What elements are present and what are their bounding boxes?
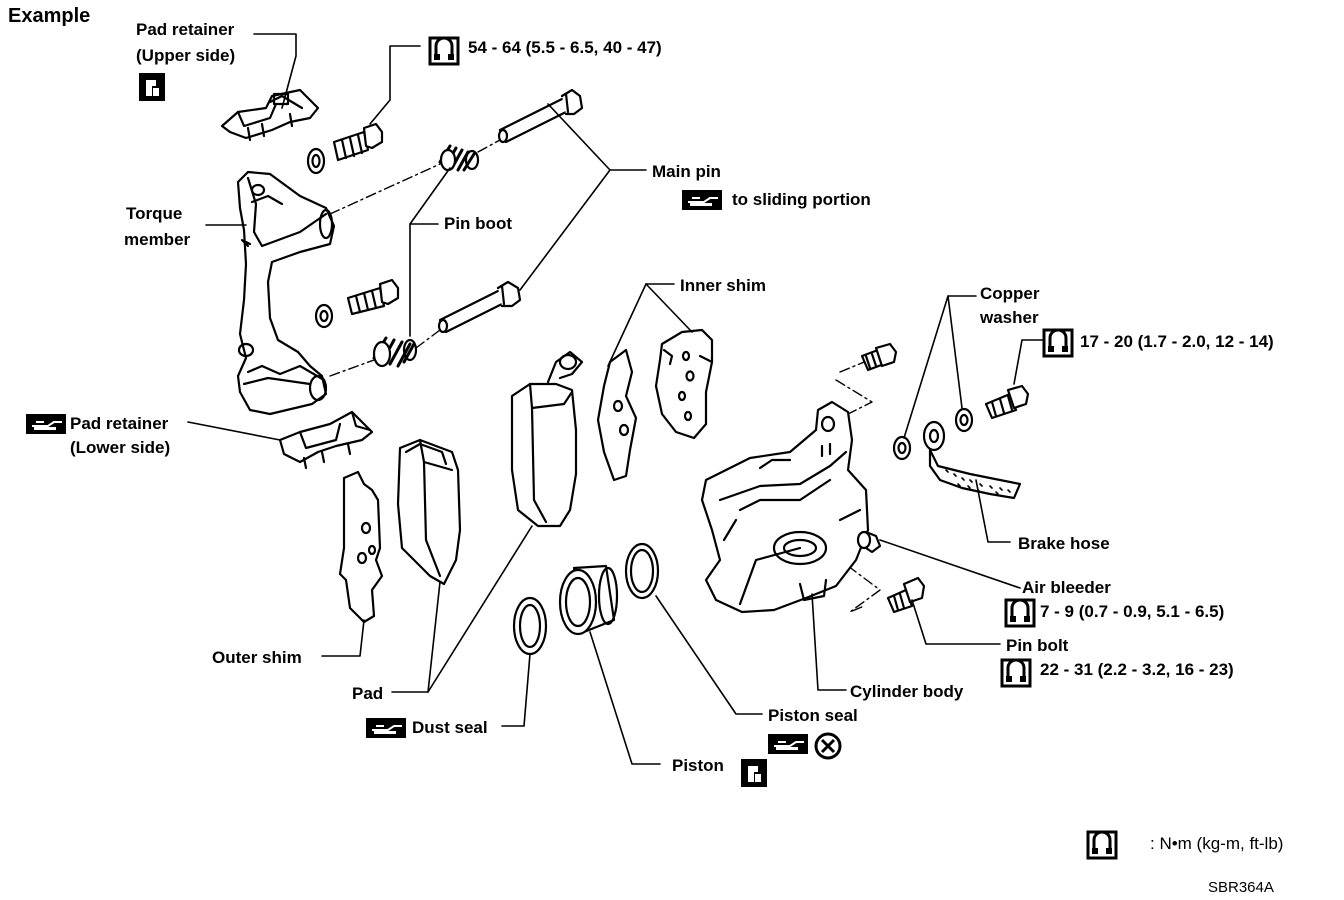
torque-wrench-icon-pin-bolt [1000, 658, 1032, 688]
label-main-pin-grease: to sliding portion [732, 190, 871, 209]
legend-text: : N•m (kg-m, ft-lb) [1150, 834, 1284, 853]
pad-retainer-lower [278, 410, 374, 470]
label-pin-bolt: Pin bolt [1006, 636, 1069, 655]
label-pad: Pad [352, 684, 384, 703]
label-air-bleeder: Air bleeder [1022, 578, 1111, 597]
torque-member [236, 170, 336, 416]
torque-spec-air-bleeder: 7 - 9 (0.7 - 0.9, 5.1 - 6.5) [1040, 602, 1225, 621]
piston-part [558, 564, 619, 636]
rubber-grease-icon [139, 73, 165, 101]
label-brake-hose: Brake hose [1018, 534, 1110, 553]
piston-seal-part [624, 542, 660, 600]
pin-bolt-part [886, 576, 926, 614]
label-torque-member-2: member [124, 230, 191, 249]
main-pin-upper [497, 88, 584, 144]
grease-icon-piston-seal [768, 734, 808, 754]
outer-shim [338, 470, 384, 624]
pad-outer [396, 438, 462, 586]
grease-icon-dust-seal [366, 718, 406, 738]
union-bolt-part [984, 384, 1030, 420]
grease-icon [682, 190, 722, 210]
label-piston: Piston [672, 756, 724, 775]
label-pad-retainer-lower-side: (Lower side) [70, 438, 171, 457]
copper-washer-part-2 [954, 407, 974, 433]
washer-lower [314, 303, 334, 329]
label-main-pin: Main pin [652, 162, 721, 181]
label-pad-retainer-upper-side: (Upper side) [136, 46, 236, 65]
leader-lines [187, 33, 1043, 765]
main-pin-lower [437, 280, 522, 334]
bolt-upper [332, 122, 384, 162]
figure-code: SBR364A [1208, 879, 1274, 896]
inner-shim-plate [596, 348, 638, 482]
label-torque-member: Torque [126, 204, 183, 223]
torque-wrench-icon-air-bleeder [1004, 598, 1036, 628]
grease-icon-pad-retainer [26, 414, 66, 434]
pin-boot-lower [372, 336, 418, 368]
label-pad-retainer-upper: Pad retainer [136, 20, 235, 39]
torque-spec-upper-bolt: 54 - 64 (5.5 - 6.5, 40 - 47) [468, 38, 662, 57]
washer-upper [306, 147, 326, 175]
label-copper-washer: Copper [980, 284, 1040, 303]
diagram-title: Example [8, 5, 91, 27]
bolt-lower [346, 278, 400, 316]
label-copper-washer-2: washer [980, 308, 1039, 327]
dust-seal-part [512, 596, 548, 656]
cylinder-body-part [700, 400, 870, 614]
label-cylinder-body: Cylinder body [850, 682, 964, 701]
inner-shim-clip [654, 328, 714, 440]
torque-wrench-icon [428, 36, 460, 66]
label-inner-shim: Inner shim [680, 276, 766, 295]
rubber-grease-icon-piston [741, 759, 767, 787]
torque-wrench-icon-legend [1086, 830, 1118, 860]
torque-spec-pin-bolt: 22 - 31 (2.2 - 3.2, 16 - 23) [1040, 660, 1234, 679]
copper-washer-part-1 [892, 435, 912, 461]
torque-wrench-icon-hose [1042, 328, 1074, 358]
do-not-reuse-icon [814, 732, 842, 760]
pad-retainer-upper [220, 88, 320, 142]
label-dust-seal: Dust seal [412, 718, 488, 737]
label-outer-shim: Outer shim [212, 648, 302, 667]
label-pad-retainer-lower: Pad retainer [70, 414, 169, 433]
air-bleeder-part [856, 530, 882, 554]
label-pin-boot: Pin boot [444, 214, 512, 233]
pad-inner [510, 350, 584, 528]
torque-spec-hose-bolt: 17 - 20 (1.7 - 2.0, 12 - 14) [1080, 332, 1274, 351]
brake-hose-part [922, 420, 1022, 500]
label-piston-seal: Piston seal [768, 706, 858, 725]
upper-cylinder-bolt [860, 342, 898, 372]
pin-boot-upper [438, 144, 480, 172]
